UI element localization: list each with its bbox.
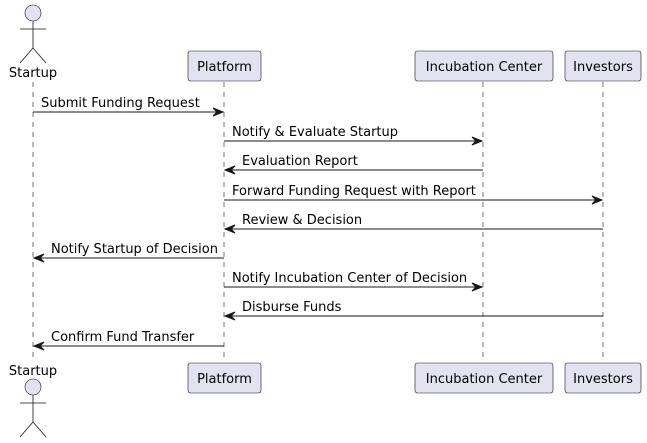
participant-box (414, 362, 554, 394)
message-1: Submit Funding Request (33, 96, 225, 117)
message-4: Forward Funding Request with Report (224, 184, 604, 205)
message-8: Disburse Funds (223, 300, 603, 321)
participant-investors-top: Investors (564, 50, 642, 82)
lifelines (32, 82, 604, 362)
arrowhead-icon (32, 253, 45, 263)
message-label: Evaluation Report (242, 154, 358, 169)
participant-box (187, 50, 262, 82)
participant-label: Investors (573, 372, 633, 387)
participant-platform-bottom: Platform (187, 362, 262, 394)
arrowhead-icon (223, 311, 236, 321)
arrowhead-icon (223, 165, 236, 175)
actor-bottom: Startup (9, 364, 57, 438)
message-label: Forward Funding Request with Report (232, 184, 476, 199)
arrowhead-icon (591, 195, 604, 205)
actor-top: Startup (9, 4, 57, 81)
message-5: Review & Decision (223, 213, 603, 234)
participant-label: Startup (9, 364, 57, 379)
message-label: Notify & Evaluate Startup (232, 125, 398, 140)
participant-incubation-bottom: Incubation Center (414, 362, 554, 394)
participant-platform-top: Platform (187, 50, 262, 82)
actor-body-icon (19, 21, 47, 64)
message-6: Notify Startup of Decision (32, 242, 224, 263)
message-9: Confirm Fund Transfer (32, 330, 224, 351)
participant-heads: StartupStartupPlatformPlatformIncubation… (9, 4, 642, 438)
participant-label: Incubation Center (426, 372, 543, 387)
message-label: Review & Decision (242, 213, 362, 228)
participant-investors-bottom: Investors (564, 362, 642, 394)
participant-box (414, 50, 554, 82)
participant-box (564, 362, 642, 394)
participant-box (564, 50, 642, 82)
participant-label: Platform (197, 60, 252, 75)
message-label: Disburse Funds (242, 300, 342, 315)
message-label: Confirm Fund Transfer (51, 330, 195, 345)
message-label: Submit Funding Request (41, 96, 200, 111)
participant-label: Investors (573, 60, 633, 75)
actor-head-icon (24, 4, 42, 22)
arrowhead-icon (471, 136, 484, 146)
participant-label: Incubation Center (426, 60, 543, 75)
arrowhead-icon (223, 224, 236, 234)
arrowhead-icon (212, 107, 225, 117)
actor-head-icon (24, 378, 42, 396)
message-label: Notify Incubation Center of Decision (232, 271, 467, 286)
participant-label: Startup (9, 66, 57, 81)
arrowhead-icon (32, 341, 45, 351)
message-label: Notify Startup of Decision (51, 242, 218, 257)
arrowhead-icon (471, 282, 484, 292)
participant-box (187, 362, 262, 394)
message-3: Evaluation Report (223, 154, 483, 175)
actor-body-icon (19, 395, 47, 438)
participant-label: Platform (197, 372, 252, 387)
message-7: Notify Incubation Center of Decision (224, 271, 484, 292)
participant-incubation-top: Incubation Center (414, 50, 554, 82)
message-2: Notify & Evaluate Startup (224, 125, 484, 146)
